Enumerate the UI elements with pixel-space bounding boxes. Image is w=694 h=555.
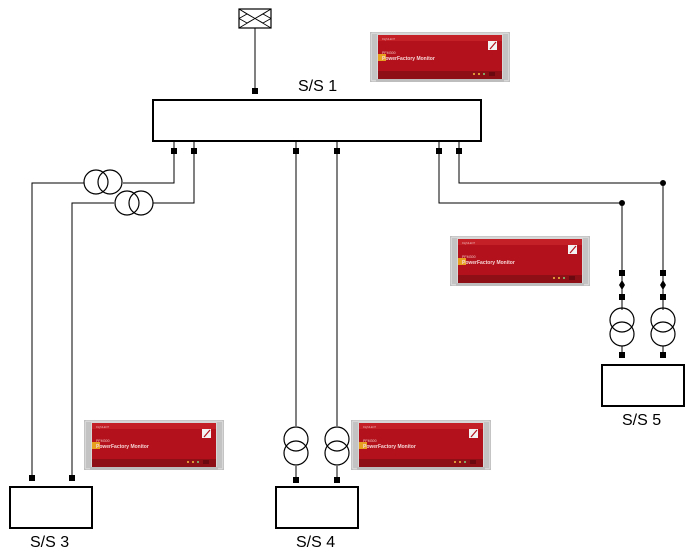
circuit-breaker-icon <box>252 88 258 94</box>
device-model-text: PFM300 <box>382 51 396 55</box>
substation-1-label: S/S 1 <box>298 78 337 95</box>
circuit-breaker-icon <box>29 475 35 481</box>
circuit-breaker-icon <box>619 352 625 358</box>
external-grid[interactable] <box>238 8 272 29</box>
monitor-device-2[interactable]: DIgSILENT PFM300 PowerFactory Monitor <box>450 236 590 286</box>
device-product-text: PowerFactory Monitor <box>363 444 416 450</box>
circuit-breaker-icon <box>660 352 666 358</box>
circuit-breaker-icon <box>293 477 299 483</box>
substation-5-box[interactable] <box>601 364 685 407</box>
substation-4-box[interactable] <box>275 486 359 529</box>
substation-4-label: S/S 4 <box>296 534 335 551</box>
substation-5-label: S/S 5 <box>622 412 661 429</box>
two-winding-transformer-icon[interactable] <box>324 426 350 466</box>
device-product-text: PowerFactory Monitor <box>382 56 435 62</box>
two-winding-transformer-icon[interactable] <box>650 307 676 347</box>
device-brand-text: DIgSILENT <box>462 241 476 245</box>
monitor-device-4[interactable]: DIgSILENT PFM300 PowerFactory Monitor <box>351 420 491 470</box>
two-winding-transformer-icon[interactable] <box>83 169 123 195</box>
substation-3-label: S/S 3 <box>30 534 69 551</box>
monitor-device-3[interactable]: DIgSILENT PFM300 PowerFactory Monitor <box>84 420 224 470</box>
feeder-ss3 <box>29 141 195 481</box>
device-brand-text: DIgSILENT <box>96 425 110 429</box>
feeder-ss4 <box>283 141 350 483</box>
device-model-text: PFM300 <box>462 255 476 259</box>
monitor-device-1[interactable]: DIgSILENT PFM300 PowerFactory Monitor <box>370 32 510 82</box>
device-brand-text: DIgSILENT <box>363 425 377 429</box>
device-product-text: PowerFactory Monitor <box>96 444 149 450</box>
two-winding-transformer-icon[interactable] <box>114 190 154 216</box>
circuit-breaker-icon <box>619 294 625 300</box>
circuit-breaker-icon <box>334 477 340 483</box>
circuit-breaker-icon <box>619 270 625 276</box>
device-model-text: PFM300 <box>96 439 110 443</box>
feeder-ss5 <box>438 141 676 358</box>
two-winding-transformer-icon[interactable] <box>609 307 635 347</box>
circuit-breaker-icon <box>660 270 666 276</box>
substation-1-box[interactable] <box>152 99 482 142</box>
two-winding-transformer-icon[interactable] <box>283 426 309 466</box>
circuit-breaker-icon <box>660 294 666 300</box>
circuit-breaker-icon <box>69 475 75 481</box>
substation-3-box[interactable] <box>9 486 93 529</box>
device-product-text: PowerFactory Monitor <box>462 260 515 266</box>
device-brand-text: DIgSILENT <box>382 37 396 41</box>
device-model-text: PFM300 <box>363 439 377 443</box>
